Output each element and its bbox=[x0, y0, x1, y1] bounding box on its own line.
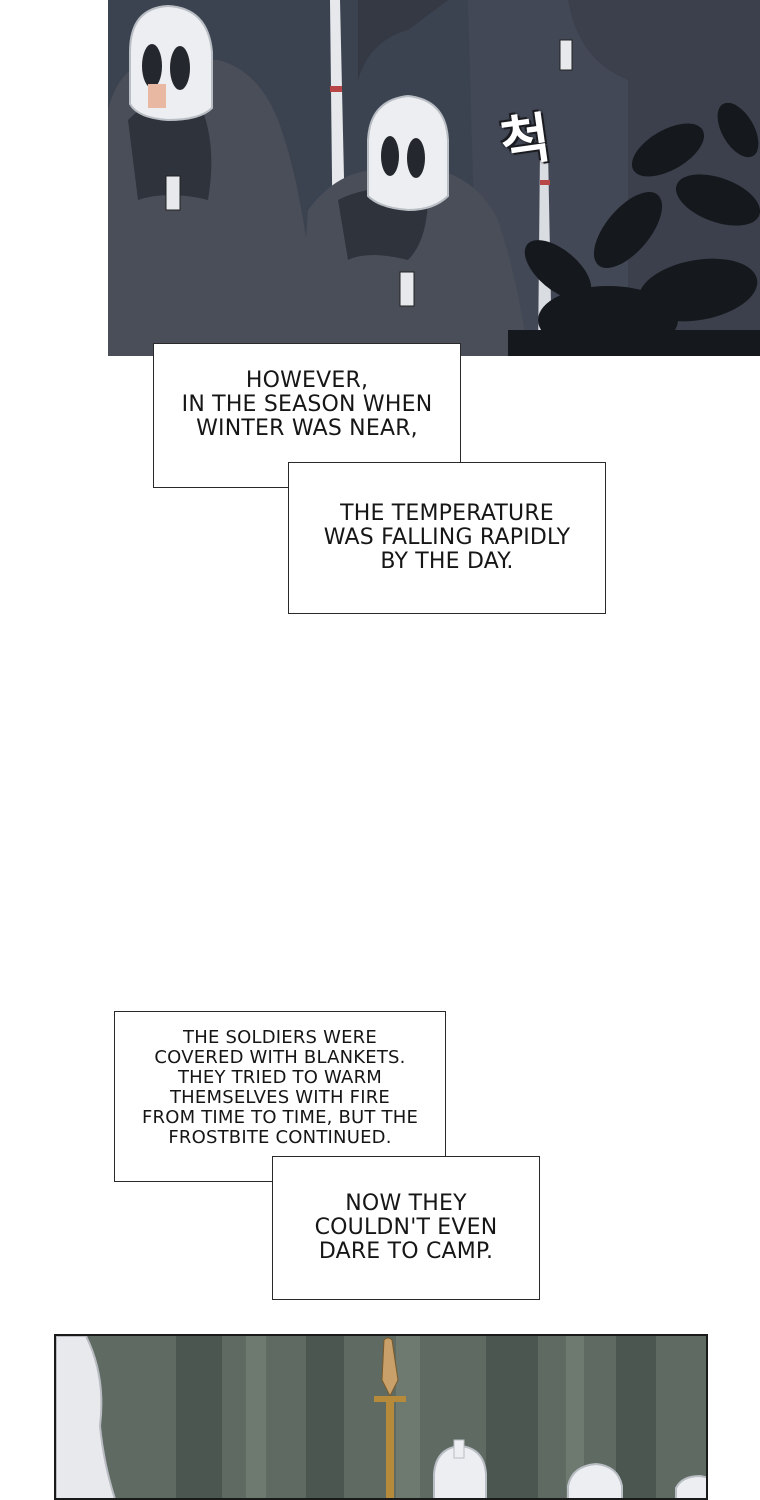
night-soldiers-illustration bbox=[108, 0, 760, 356]
spear-band bbox=[330, 86, 342, 92]
cloak-clasp bbox=[399, 271, 415, 307]
helmet-eye-slot bbox=[142, 44, 162, 88]
narration-box-2: The temperature was falling rapidly by t… bbox=[288, 462, 606, 614]
helmet-eye-slot bbox=[381, 136, 399, 176]
spear-shaft bbox=[386, 1400, 394, 1498]
spear-head bbox=[381, 1337, 399, 1398]
cloak-clasp bbox=[165, 175, 181, 211]
cloak-clasp bbox=[559, 39, 573, 71]
narration-box-3: The soldiers were covered with blankets.… bbox=[114, 1011, 446, 1182]
foliage-silhouette bbox=[508, 102, 760, 356]
helmet-eye-slot bbox=[407, 138, 425, 178]
spear-band bbox=[540, 180, 550, 185]
soldier-hood-shadow bbox=[128, 97, 212, 200]
spear-guard bbox=[374, 1396, 406, 1402]
soldier-helmet bbox=[675, 1474, 706, 1498]
soldier-cloak-white bbox=[56, 1336, 116, 1498]
tree-trunks bbox=[176, 1336, 656, 1498]
sound-effect-text: 척 bbox=[496, 105, 555, 176]
soldier-helmet bbox=[567, 1462, 623, 1498]
helmet-crest bbox=[453, 1439, 465, 1459]
tree-highlights bbox=[246, 1336, 584, 1498]
back-figure bbox=[358, 0, 448, 80]
forest-soldiers-illustration bbox=[56, 1336, 706, 1498]
night-soldiers-panel: 척 bbox=[108, 0, 760, 356]
forest-soldiers-panel bbox=[54, 1334, 708, 1500]
narration-box-4: Now they couldn't even dare to camp. bbox=[272, 1156, 540, 1300]
helmet-eye-slot bbox=[170, 46, 190, 90]
soldier-face bbox=[148, 84, 166, 108]
